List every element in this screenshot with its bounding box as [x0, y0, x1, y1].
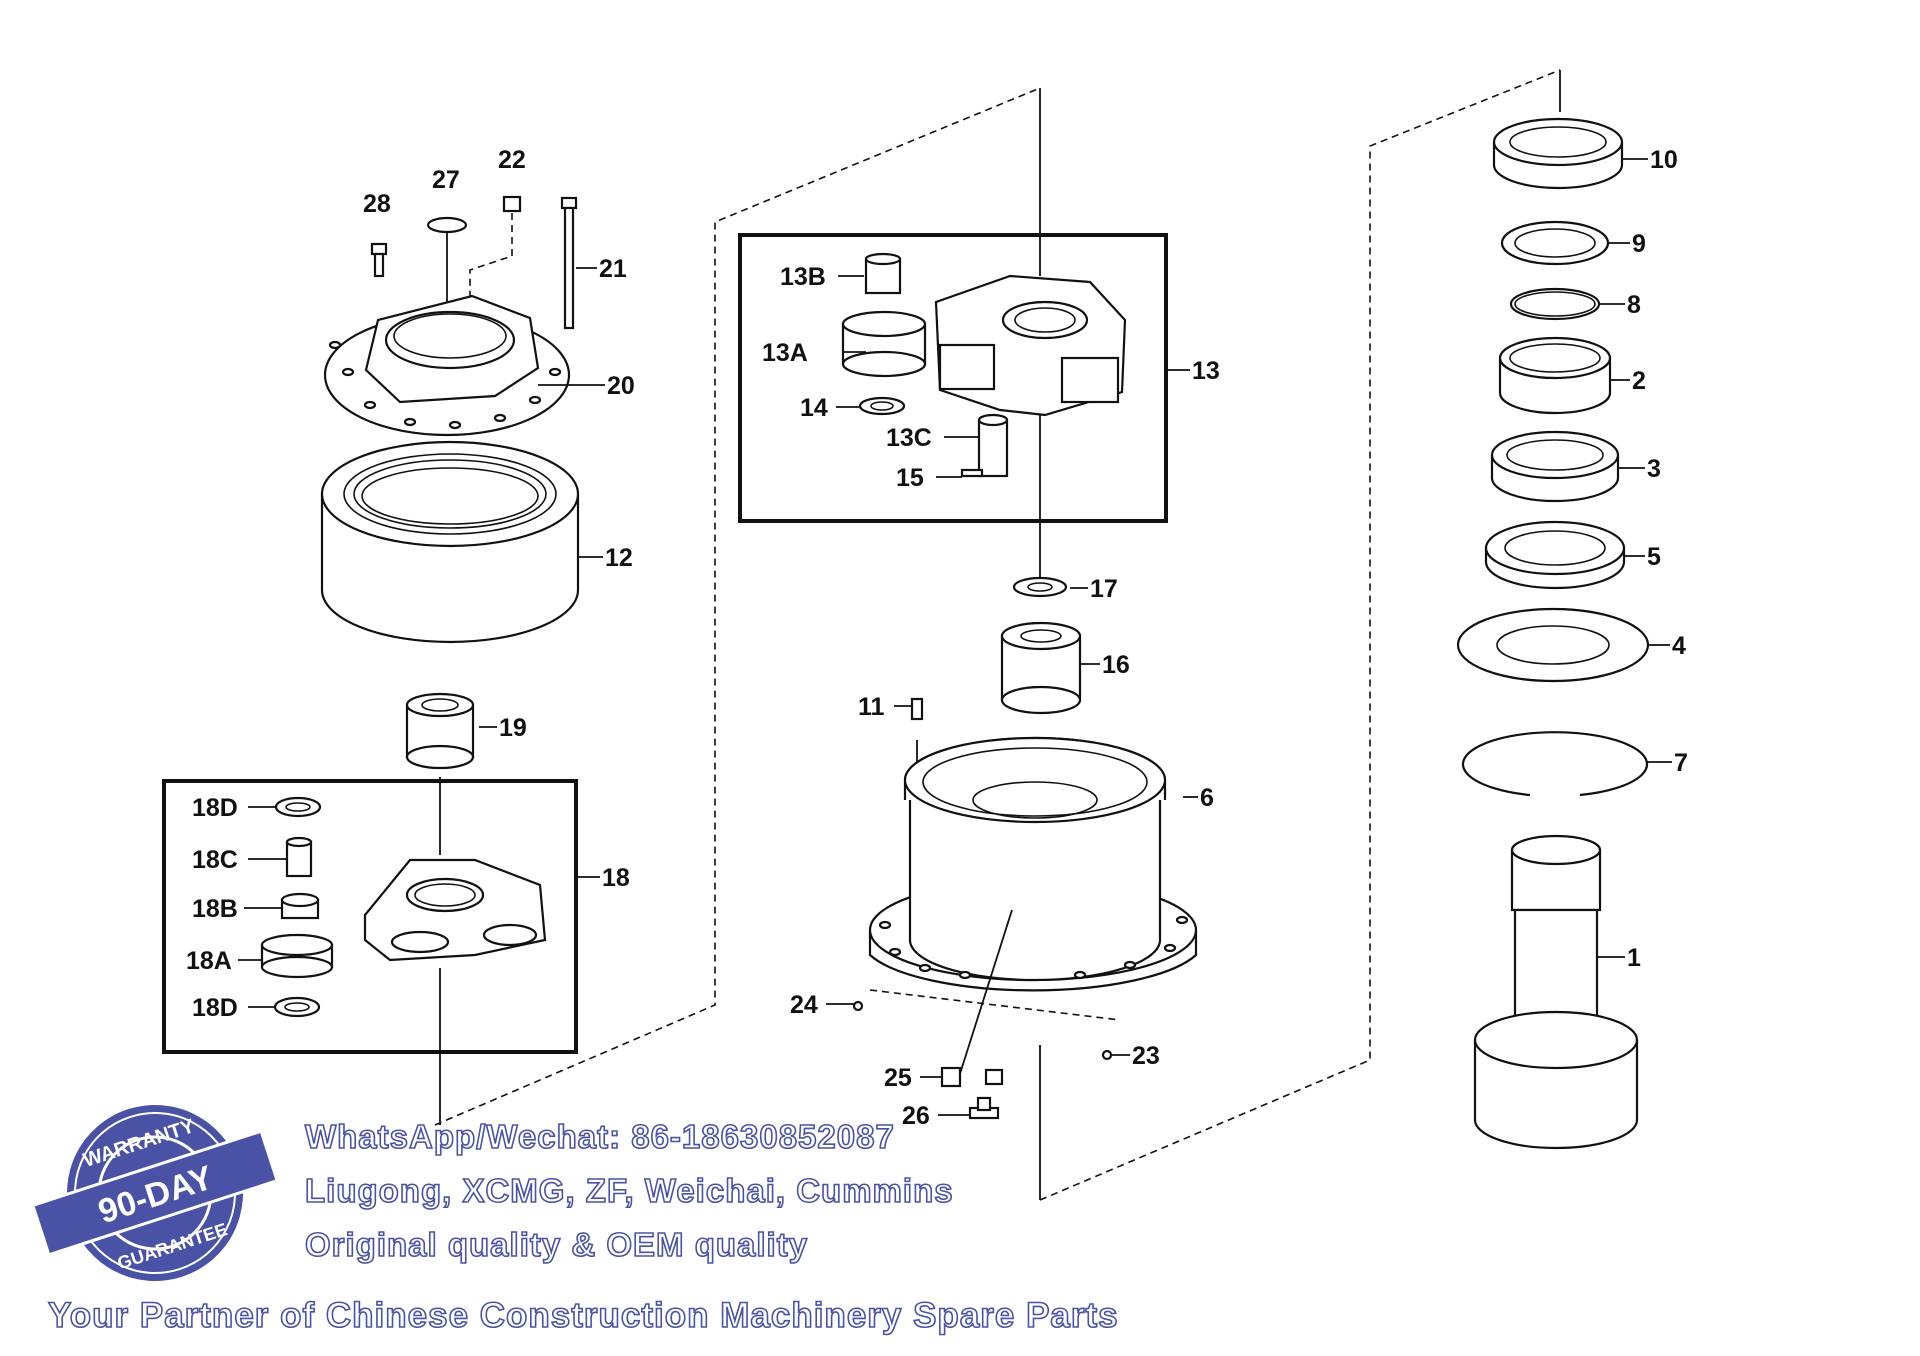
- label-21: 21: [599, 255, 627, 283]
- label-14: 14: [800, 394, 828, 422]
- part-1-pinion-shaft: [1473, 834, 1639, 1150]
- warranty-badge-logo: WARRANTY 90-DAY GUARANTEE: [30, 1105, 280, 1281]
- part-17-washer: [1012, 576, 1068, 598]
- part-18-planet-carrier: [363, 858, 547, 962]
- label-27: 27: [432, 166, 460, 194]
- part-23-grease-nipple: [1101, 1049, 1113, 1061]
- part-18A-planet-gear: [260, 933, 334, 979]
- label-28: 28: [363, 190, 391, 218]
- label-18A: 18A: [186, 947, 232, 975]
- label-22: 22: [498, 146, 526, 174]
- part-19-sun-gear: [405, 692, 475, 770]
- part-24-grease-nipple: [852, 1000, 864, 1012]
- part-5-seal: [1484, 520, 1626, 590]
- part-18B-bushing: [280, 892, 320, 920]
- label-13B: 13B: [780, 263, 826, 291]
- label-6: 6: [1200, 784, 1214, 812]
- part-2-collar: [1498, 336, 1612, 415]
- part-22-plug: [502, 195, 522, 213]
- watermark-quality: Original quality & OEM quality: [304, 1225, 809, 1264]
- part-26-elbow: [968, 1096, 1000, 1120]
- part-18D-washer: [274, 796, 322, 818]
- label-4: 4: [1672, 632, 1686, 660]
- label-17: 17: [1090, 575, 1118, 603]
- part-9-seal: [1500, 220, 1610, 266]
- label-12: 12: [605, 544, 633, 572]
- part-11-dowel-pin: [910, 697, 924, 721]
- part-15-spring-pin: [960, 468, 984, 478]
- part-13B-pin: [864, 252, 902, 295]
- part-13-planet-carrier: [934, 274, 1127, 417]
- part-18C-pin: [285, 836, 313, 878]
- part-28-bolt: [370, 242, 388, 278]
- label-leader-lines: [238, 158, 1672, 1116]
- part-4-plate: [1456, 607, 1650, 683]
- label-3: 3: [1647, 455, 1661, 483]
- label-25: 25: [884, 1064, 912, 1092]
- label-18B: 18B: [192, 895, 238, 923]
- label-5: 5: [1647, 543, 1661, 571]
- label-20: 20: [607, 372, 635, 400]
- part-6-swing-housing: [868, 736, 1198, 992]
- part-13C-shaft: [977, 413, 1009, 478]
- watermark-contact: WhatsApp/Wechat: 86-18630852087: [304, 1117, 895, 1156]
- assembly-dashed-lines: [434, 69, 1561, 1201]
- part-12-ring-gear: [320, 440, 580, 644]
- watermark-brands: Liugong, XCMG, ZF, Weichai, Cummins: [304, 1171, 954, 1210]
- part-10-bearing: [1492, 117, 1624, 190]
- label-18D-bottom: 18D: [192, 994, 238, 1022]
- part-18D-washer-lower: [273, 996, 321, 1018]
- label-13A: 13A: [762, 339, 808, 367]
- label-18C: 18C: [192, 846, 238, 874]
- label-11: 11: [858, 693, 885, 721]
- label-26: 26: [902, 1102, 930, 1130]
- label-1: 1: [1627, 944, 1641, 972]
- part-14-thrust-washer: [858, 396, 906, 416]
- label-13: 13: [1192, 357, 1220, 385]
- part-27-o-ring: [426, 216, 468, 234]
- part-25-fitting: [940, 1066, 1004, 1088]
- part-16-sun-gear: [1000, 621, 1082, 715]
- label-7: 7: [1674, 749, 1688, 777]
- part-21-long-bolt: [560, 196, 578, 330]
- label-8: 8: [1627, 291, 1641, 319]
- part-8-o-ring: [1509, 287, 1601, 321]
- label-18: 18: [602, 864, 630, 892]
- subassembly-18-frame: [162, 779, 578, 1054]
- assembly-center-lines: [439, 70, 1561, 1200]
- label-23: 23: [1132, 1042, 1160, 1070]
- part-7-snap-ring: [1461, 731, 1649, 797]
- label-9: 9: [1632, 230, 1646, 258]
- watermark-tagline: Your Partner of Chinese Construction Mac…: [47, 1295, 1119, 1336]
- label-18D-top: 18D: [192, 794, 238, 822]
- label-2: 2: [1632, 367, 1646, 395]
- label-16: 16: [1102, 651, 1130, 679]
- label-13C: 13C: [886, 424, 932, 452]
- part-20-cover-flange: [323, 294, 571, 437]
- part-13A-planet-gear: [841, 310, 927, 378]
- label-10: 10: [1650, 146, 1678, 174]
- label-19: 19: [499, 714, 527, 742]
- label-15: 15: [896, 464, 924, 492]
- subassembly-13-frame: [738, 233, 1168, 523]
- label-24: 24: [790, 991, 818, 1019]
- part-3-bearing: [1490, 430, 1620, 503]
- part-labels: 10 9 8 2 3 5 4 7 1 13 13B 13A 14 13C 15 …: [186, 146, 1688, 1130]
